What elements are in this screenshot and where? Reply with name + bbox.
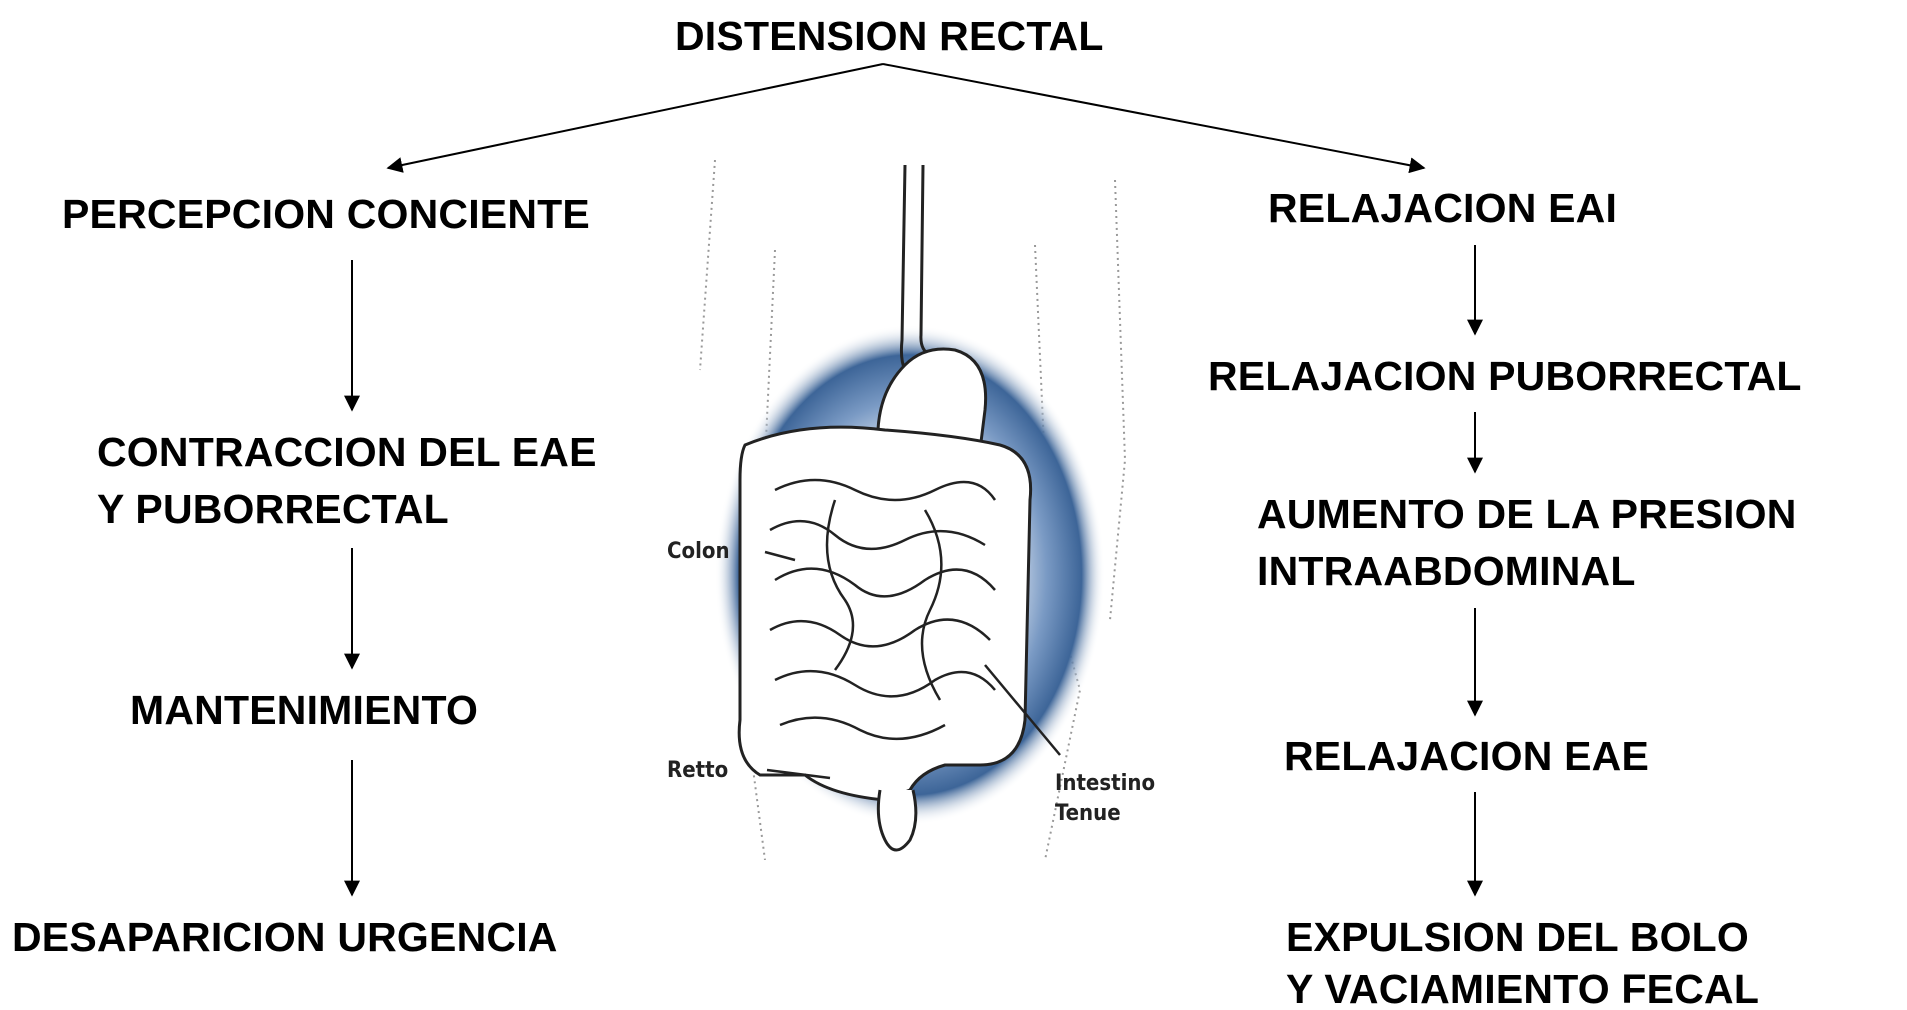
right-step-expulsion-line2: Y VACIAMIENTO FECAL [1286, 965, 1759, 1010]
right-step-pressure-line1: AUMENTO DE LA PRESION [1257, 490, 1797, 538]
right-step-pressure-line2: INTRAABDOMINAL [1257, 547, 1636, 595]
right-step-relax-eai: RELAJACION EAI [1268, 184, 1617, 232]
digestive-tract-illustration: Colon Retto Intestino Tenue [655, 160, 1175, 860]
colon-shape [739, 427, 1030, 800]
arrow-title-to-right [883, 64, 1424, 168]
label-intestino: Intestino [1055, 771, 1155, 796]
rectum-shape [878, 790, 916, 850]
diagram-title: DISTENSION RECTAL [675, 12, 1104, 60]
left-step-contraction-line2: Y PUBORRECTAL [97, 485, 449, 533]
right-step-relax-eae: RELAJACION EAE [1284, 732, 1649, 780]
left-step-contraction-line1: CONTRACCION DEL EAE [97, 428, 597, 476]
right-step-expulsion-line1: EXPULSION DEL BOLO [1286, 913, 1749, 961]
arrow-title-to-left [388, 64, 883, 168]
right-step-relax-puborrectal: RELAJACION PUBORRECTAL [1208, 352, 1802, 400]
left-step-perception: PERCEPCION CONCIENTE [62, 190, 590, 238]
label-retto: Retto [667, 758, 728, 783]
label-tenue: Tenue [1055, 801, 1121, 826]
label-colon: Colon [667, 539, 730, 564]
left-step-maintenance: MANTENIMIENTO [130, 686, 478, 734]
left-step-urgency-gone: DESAPARICION URGENCIA [12, 913, 558, 961]
